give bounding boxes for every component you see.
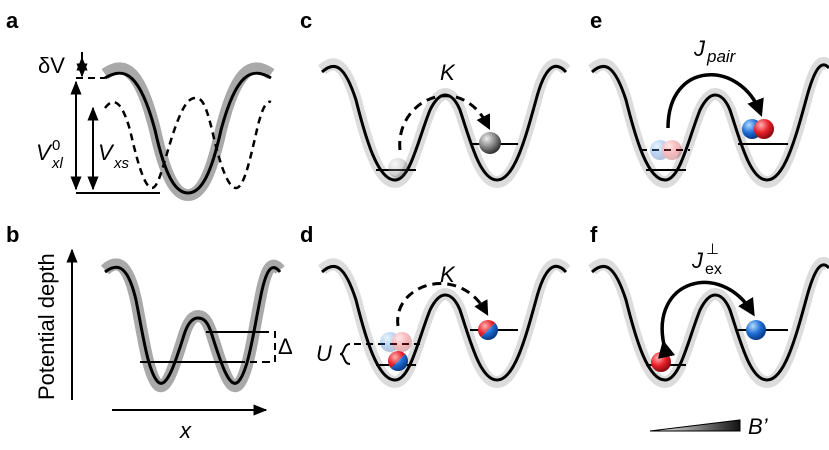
superlattice-potential — [104, 265, 282, 385]
sphere-icon — [651, 352, 671, 372]
panel-d: d U K — [300, 222, 571, 389]
curved-arrow-icon — [398, 94, 491, 151]
panel-letter-a: a — [6, 8, 19, 33]
field-gradient-ramp — [649, 419, 741, 432]
y-axis-label: Potential depth — [34, 253, 59, 400]
gradient-label: B’ — [748, 414, 769, 439]
curved-arrow-icon — [658, 280, 755, 359]
v-xl-label: V 0 xl — [36, 137, 64, 172]
delta-v-label: δV — [38, 53, 65, 78]
curved-arrow-icon — [396, 282, 489, 327]
depth-variation-band — [587, 57, 829, 189]
panel-letter-f: f — [590, 222, 598, 247]
delta-label: Δ — [278, 334, 293, 359]
delta-bracket — [262, 331, 276, 363]
sphere-icon — [662, 140, 682, 160]
panel-letter-d: d — [300, 222, 313, 247]
hop-label-base: J — [691, 248, 704, 273]
panel-letter-c: c — [300, 8, 312, 33]
hop-label-sup: ⊥ — [706, 241, 719, 258]
sphere-icon — [478, 320, 498, 340]
sphere-icon — [392, 332, 412, 352]
hop-label: K — [440, 262, 456, 287]
x-axis-label: x — [179, 418, 192, 443]
superlattice-potential — [320, 264, 568, 382]
sphere-icon — [754, 119, 774, 139]
panel-letter-b: b — [6, 222, 19, 247]
depth-variation-band — [101, 62, 275, 202]
sphere-icon — [388, 351, 408, 371]
superlattice-potential — [590, 263, 829, 382]
v-xs-label: V xs — [98, 140, 130, 172]
long-lattice-potential — [104, 71, 272, 195]
panel-a: a δV V 0 xl V xs — [6, 8, 275, 202]
superlattice-potential — [590, 63, 829, 182]
hop-label-base: J — [693, 36, 706, 61]
v-xl-sup: 0 — [52, 137, 60, 154]
sphere-icon — [388, 158, 408, 178]
u-brace — [339, 343, 351, 365]
v-xs-sub: xs — [113, 155, 130, 172]
hop-label: J pair — [693, 36, 737, 66]
hop-label: K — [440, 60, 456, 85]
panel-c: c K — [300, 8, 571, 189]
u-label: U — [316, 341, 332, 366]
faded-pair — [380, 332, 412, 352]
v-xl-base: V — [36, 140, 53, 165]
panel-letter-e: e — [590, 8, 602, 33]
v-xs-base: V — [98, 140, 115, 165]
sphere-icon — [479, 132, 501, 154]
curved-arrow-icon — [666, 73, 764, 129]
panel-b: b Potential depth x Δ — [6, 222, 293, 443]
short-lattice-potential — [104, 96, 272, 190]
panel-e: e J pair — [587, 8, 829, 189]
v-xl-sub: xl — [51, 155, 64, 172]
hop-label-sub: pair — [706, 47, 737, 66]
hop-label: J ⊥ ex — [691, 241, 722, 278]
sphere-icon — [746, 320, 766, 340]
faded-pair — [650, 140, 682, 160]
depth-variation-band — [587, 257, 829, 389]
panel-f: f J ⊥ ex B’ — [587, 222, 829, 439]
hop-label-sub: ex — [705, 261, 722, 278]
